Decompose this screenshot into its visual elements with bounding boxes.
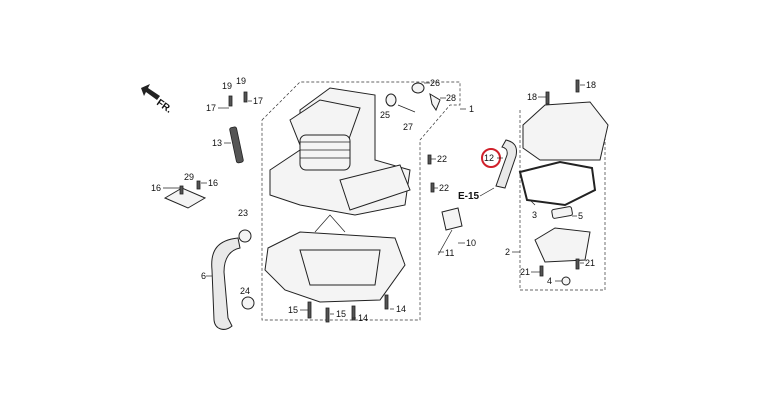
callout-14b: 14 xyxy=(396,304,406,314)
engine-block xyxy=(269,87,411,216)
nut xyxy=(561,276,571,286)
callouts: 1 2 3 4 5 6 10 11 12 13 14 14 15 15 16 1… xyxy=(151,76,596,323)
callout-4: 4 xyxy=(547,276,552,286)
breather-hose xyxy=(211,237,241,330)
callout-15a: 15 xyxy=(288,305,298,315)
callout-25: 25 xyxy=(380,110,390,120)
callout-16a: 16 xyxy=(151,183,161,193)
callout-10: 10 xyxy=(466,238,476,248)
callout-23: 23 xyxy=(238,208,248,218)
callout-24: 24 xyxy=(240,286,250,296)
callout-19a: 19 xyxy=(222,81,232,91)
callout-12: 12 xyxy=(484,153,494,163)
spark-plug xyxy=(229,126,244,164)
callout-28: 28 xyxy=(446,93,456,103)
callout-11: 11 xyxy=(445,248,454,258)
oil-sensor xyxy=(441,207,463,231)
callout-14a: 14 xyxy=(358,313,368,323)
callout-2: 2 xyxy=(505,247,510,257)
callout-13: 13 xyxy=(212,138,222,148)
rocker-cover xyxy=(522,101,609,161)
callout-6: 6 xyxy=(201,271,206,281)
rocker-parts xyxy=(385,82,441,113)
callout-5: 5 xyxy=(578,211,583,221)
oil-pan xyxy=(264,214,406,303)
clamp xyxy=(241,296,255,310)
bracket xyxy=(163,187,207,209)
callout-17a: 17 xyxy=(206,103,216,113)
callout-16b: 16 xyxy=(208,178,218,188)
breather-tube xyxy=(495,139,517,189)
front-arrow-icon xyxy=(141,84,160,100)
callout-22b: 22 xyxy=(439,183,449,193)
seal xyxy=(551,206,573,219)
direction-label: FR. xyxy=(154,97,174,115)
cylinder-assembly-outline xyxy=(261,81,461,321)
callout-18a: 18 xyxy=(527,92,537,102)
callout-1: 1 xyxy=(469,104,474,114)
reference-e15: E-15 xyxy=(458,191,480,202)
callout-21b: 21 xyxy=(585,258,595,268)
callout-19b: 19 xyxy=(236,76,246,86)
clamp xyxy=(238,229,252,243)
callout-18b: 18 xyxy=(586,80,596,90)
callout-27: 27 xyxy=(403,122,413,132)
gasket xyxy=(518,160,597,207)
cover-assembly-outline xyxy=(519,110,606,291)
callout-17b: 17 xyxy=(253,96,263,106)
callout-22a: 22 xyxy=(437,154,447,164)
callout-29: 29 xyxy=(184,172,194,182)
bolts xyxy=(179,79,580,323)
callout-26: 26 xyxy=(430,78,440,88)
breather-chamber xyxy=(534,227,591,263)
callout-15b: 15 xyxy=(336,309,346,319)
callout-21a: 21 xyxy=(520,267,530,277)
callout-3: 3 xyxy=(532,210,537,220)
